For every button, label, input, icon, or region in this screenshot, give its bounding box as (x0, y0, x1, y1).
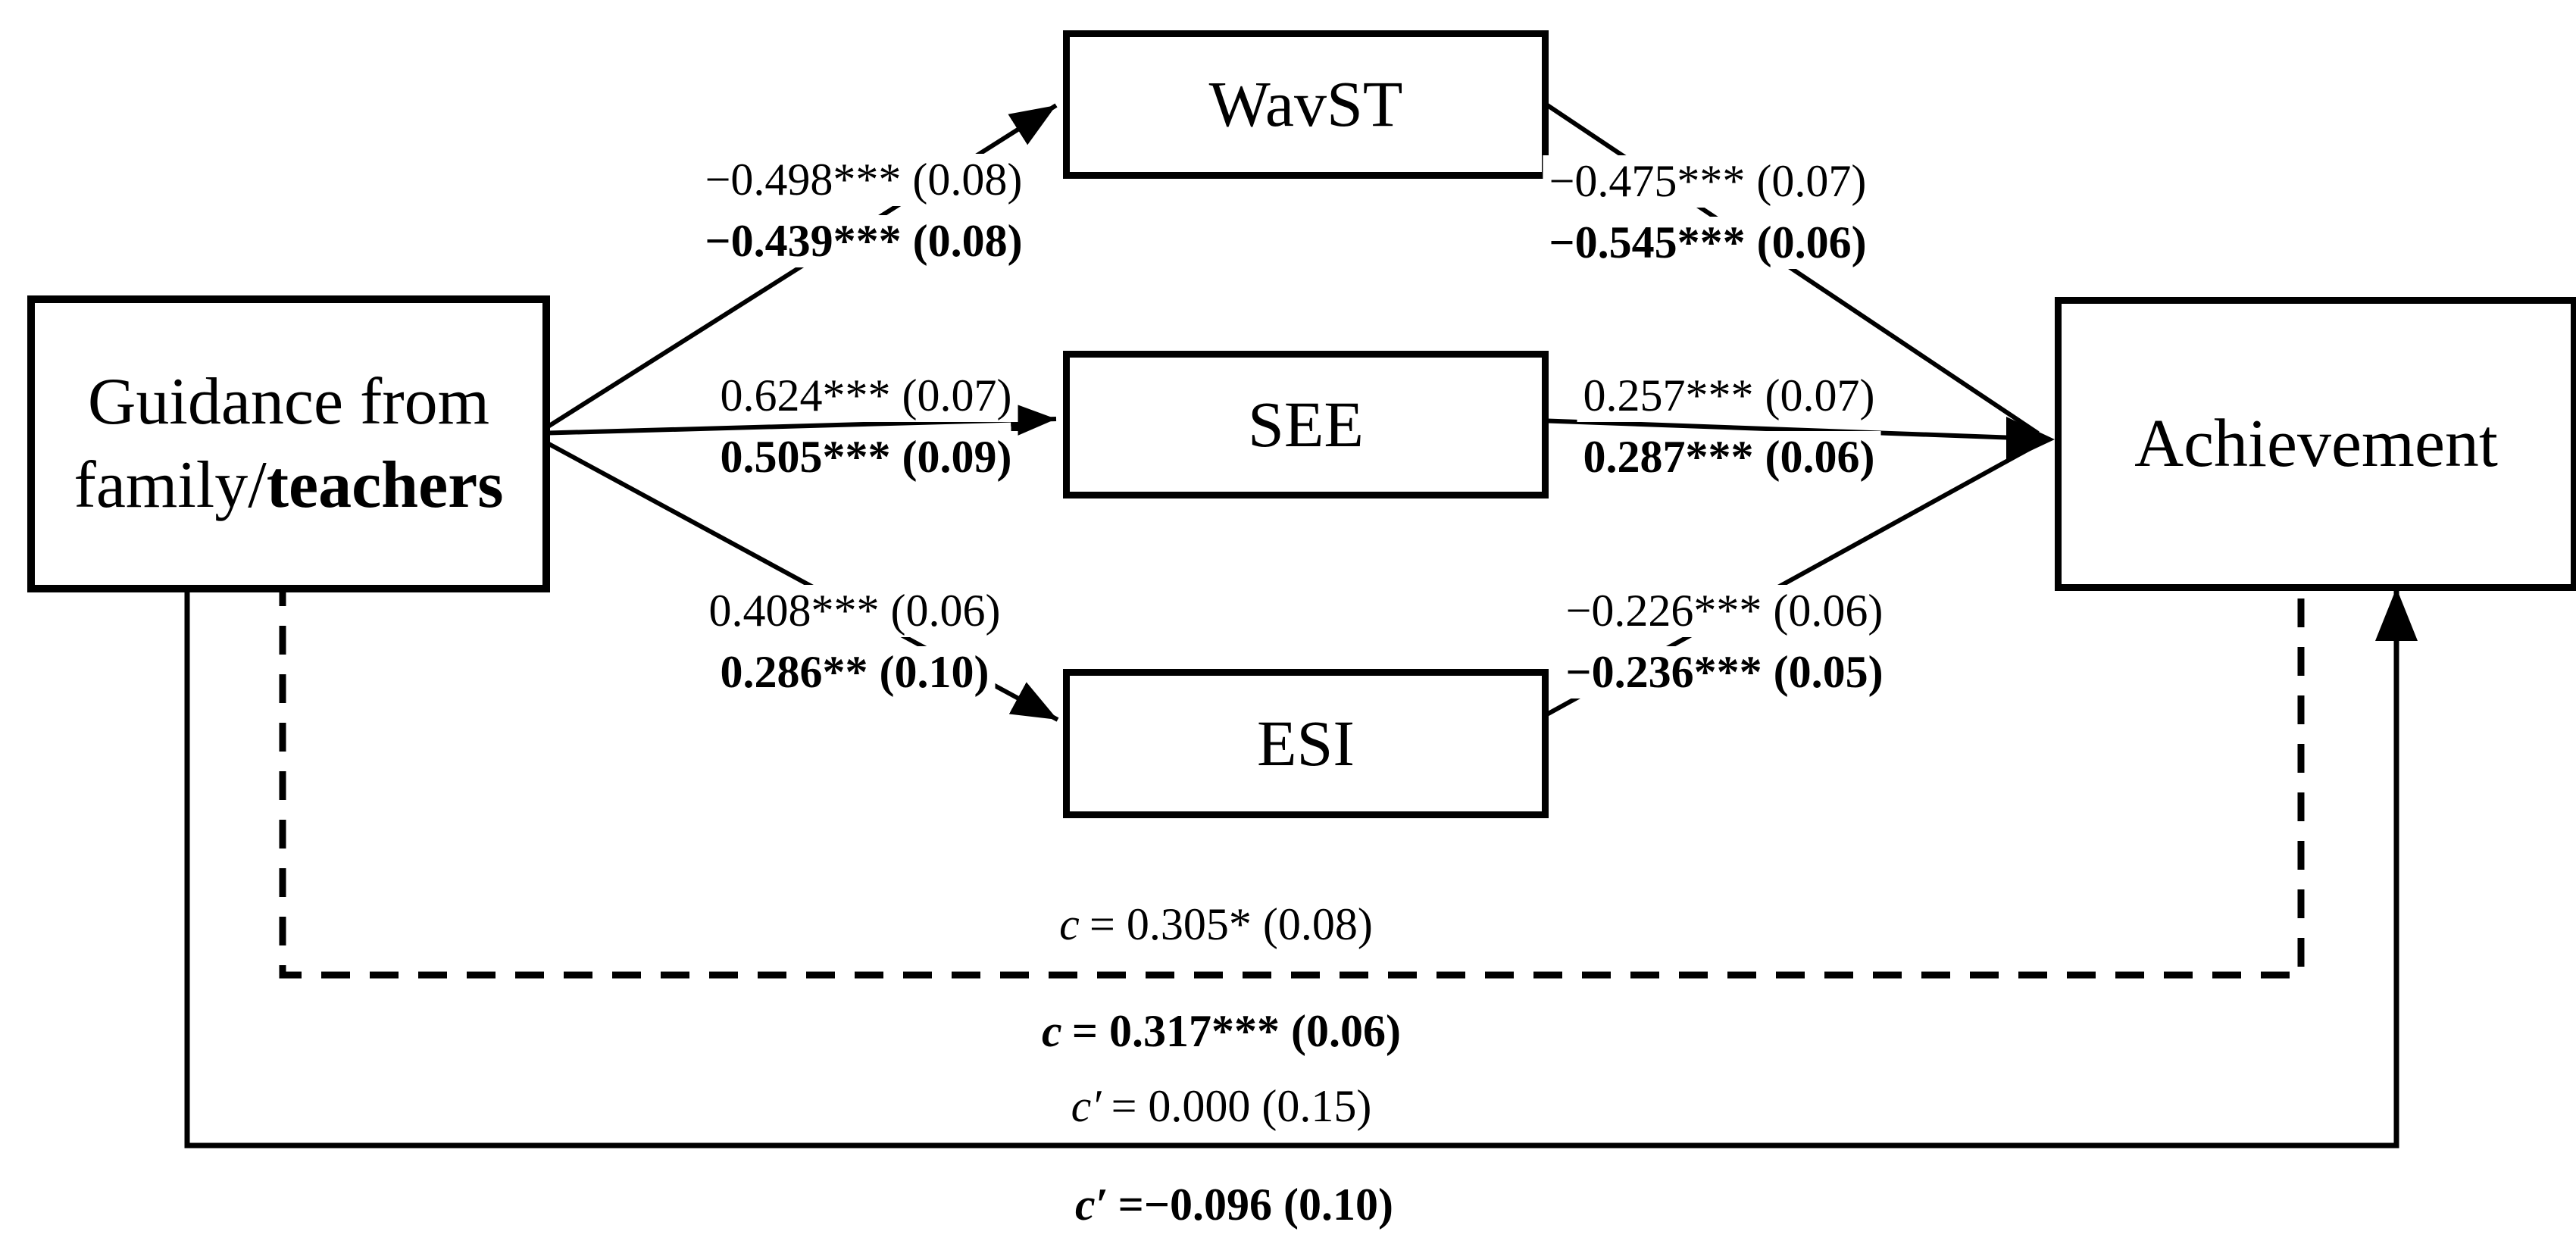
coef-esi-achievement-bold: −0.236*** (0.05) (1559, 646, 1890, 699)
guidance-label-line1: Guidance from (87, 365, 490, 439)
achievement-arrowhead (2006, 417, 2055, 462)
coef-guidance-see-bold: 0.505*** (0.09) (714, 431, 1018, 483)
label-direct-effect-plain: c′= 0.000 (0.15) (1065, 1080, 1378, 1133)
path-direct-effect-solid (184, 577, 2418, 1149)
box-guidance: Guidance from family/teachers (27, 295, 550, 592)
coef-wavst-achievement-plain: −0.475*** (0.07) (1543, 155, 1873, 208)
box-wavst: WavST (1063, 30, 1549, 179)
box-esi: ESI (1063, 669, 1549, 818)
box-wavst-label: WavST (1208, 67, 1403, 141)
coef-guidance-wavst: −0.498*** (0.08) −0.439*** (0.08) (699, 154, 1029, 267)
total-effect-bold-value: = 0.317*** (0.06) (1071, 1006, 1401, 1056)
coef-guidance-see-plain: 0.624*** (0.07) (714, 370, 1018, 422)
coef-esi-achievement-plain: −0.226*** (0.06) (1559, 585, 1890, 637)
coef-wavst-achievement: −0.475*** (0.07) −0.545*** (0.06) (1543, 155, 1873, 269)
direct-effect-bold-value: =−0.096 (0.10) (1118, 1180, 1394, 1230)
coef-wavst-achievement-bold: −0.545*** (0.06) (1543, 217, 1873, 269)
coef-see-achievement-bold: 0.287*** (0.06) (1577, 431, 1881, 483)
coef-see-achievement-plain: 0.257*** (0.07) (1577, 370, 1881, 422)
label-direct-effect-bold: c′=−0.096 (0.10) (1069, 1179, 1399, 1231)
box-achievement: Achievement (2055, 297, 2576, 591)
path-total-effect-dashed (279, 577, 2305, 979)
label-total-effect-bold: c= 0.317*** (0.06) (1036, 1005, 1407, 1058)
direct-effect-symbol-bold: c′ (1074, 1180, 1108, 1230)
box-guidance-label: Guidance from family/teachers (74, 361, 504, 527)
box-esi-label: ESI (1257, 706, 1355, 780)
box-see: SEE (1063, 351, 1549, 498)
box-achievement-label: Achievement (2134, 405, 2498, 481)
coef-esi-achievement: −0.226*** (0.06) −0.236*** (0.05) (1559, 585, 1890, 699)
guidance-label-line2-normal: family/ (73, 448, 267, 522)
coef-guidance-wavst-bold: −0.439*** (0.08) (699, 215, 1029, 267)
path-see-achievement-line (1537, 418, 2039, 441)
coef-guidance-esi-bold: 0.286** (0.10) (714, 646, 996, 699)
total-effect-symbol-bold: c (1042, 1006, 1062, 1056)
label-total-effect-plain: c= 0.305* (0.08) (1053, 899, 1379, 951)
guidance-label-line2-bold: teachers (266, 448, 504, 522)
total-effect-symbol: c (1059, 899, 1080, 949)
coef-guidance-esi-plain: 0.408*** (0.06) (702, 585, 1007, 637)
box-see-label: SEE (1248, 387, 1364, 461)
coef-guidance-see: 0.624*** (0.07) 0.505*** (0.09) (714, 370, 1018, 483)
coef-guidance-esi: 0.408*** (0.06) 0.286** (0.10) (702, 585, 1007, 699)
direct-effect-plain-value: = 0.000 (0.15) (1111, 1081, 1372, 1131)
direct-effect-symbol: c′ (1071, 1081, 1102, 1131)
total-effect-plain-value: = 0.305* (0.08) (1089, 899, 1373, 949)
coef-see-achievement: 0.257*** (0.07) 0.287*** (0.06) (1577, 370, 1881, 483)
coef-guidance-wavst-plain: −0.498*** (0.08) (699, 154, 1029, 206)
